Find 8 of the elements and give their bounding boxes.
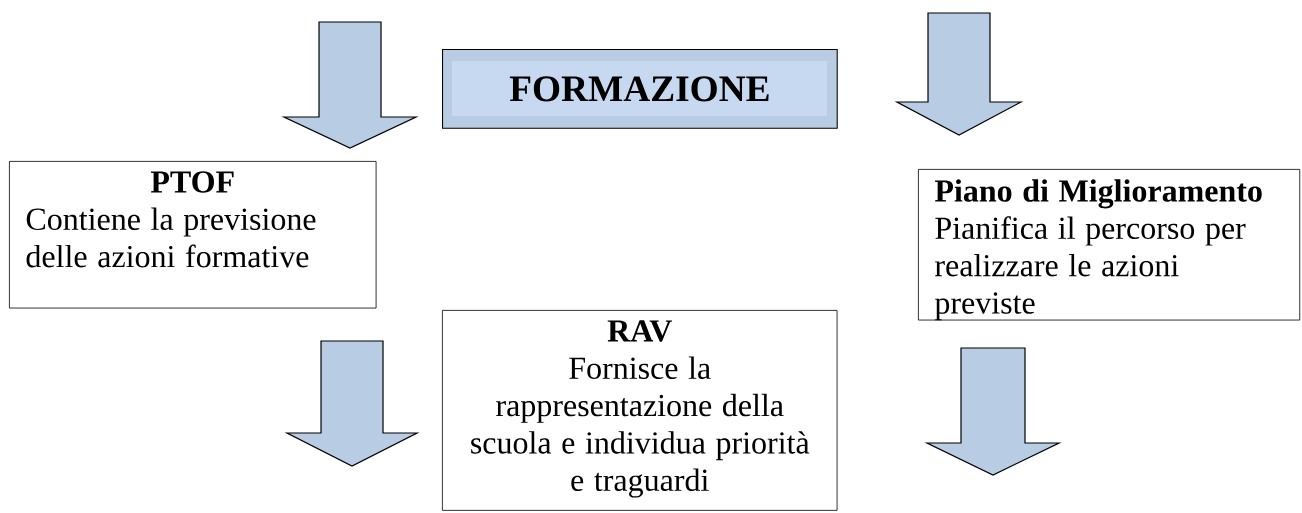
text-box: PTOF Contiene la previsione delle azioni formative	[9, 161, 377, 309]
block-arrow	[894, 12, 1024, 136]
block-arrow	[924, 347, 1062, 476]
title-box: FORMAZIONE	[442, 49, 838, 129]
block-arrow	[284, 340, 420, 467]
block-arrow	[281, 21, 419, 149]
text-box: Piano di Miglioramento Pianifica il percorso per realizzare le azioni previste	[918, 169, 1301, 321]
text-box: RAV Fornisce la rappresentazione della scuola e individua priorità e traguardi	[442, 310, 838, 511]
